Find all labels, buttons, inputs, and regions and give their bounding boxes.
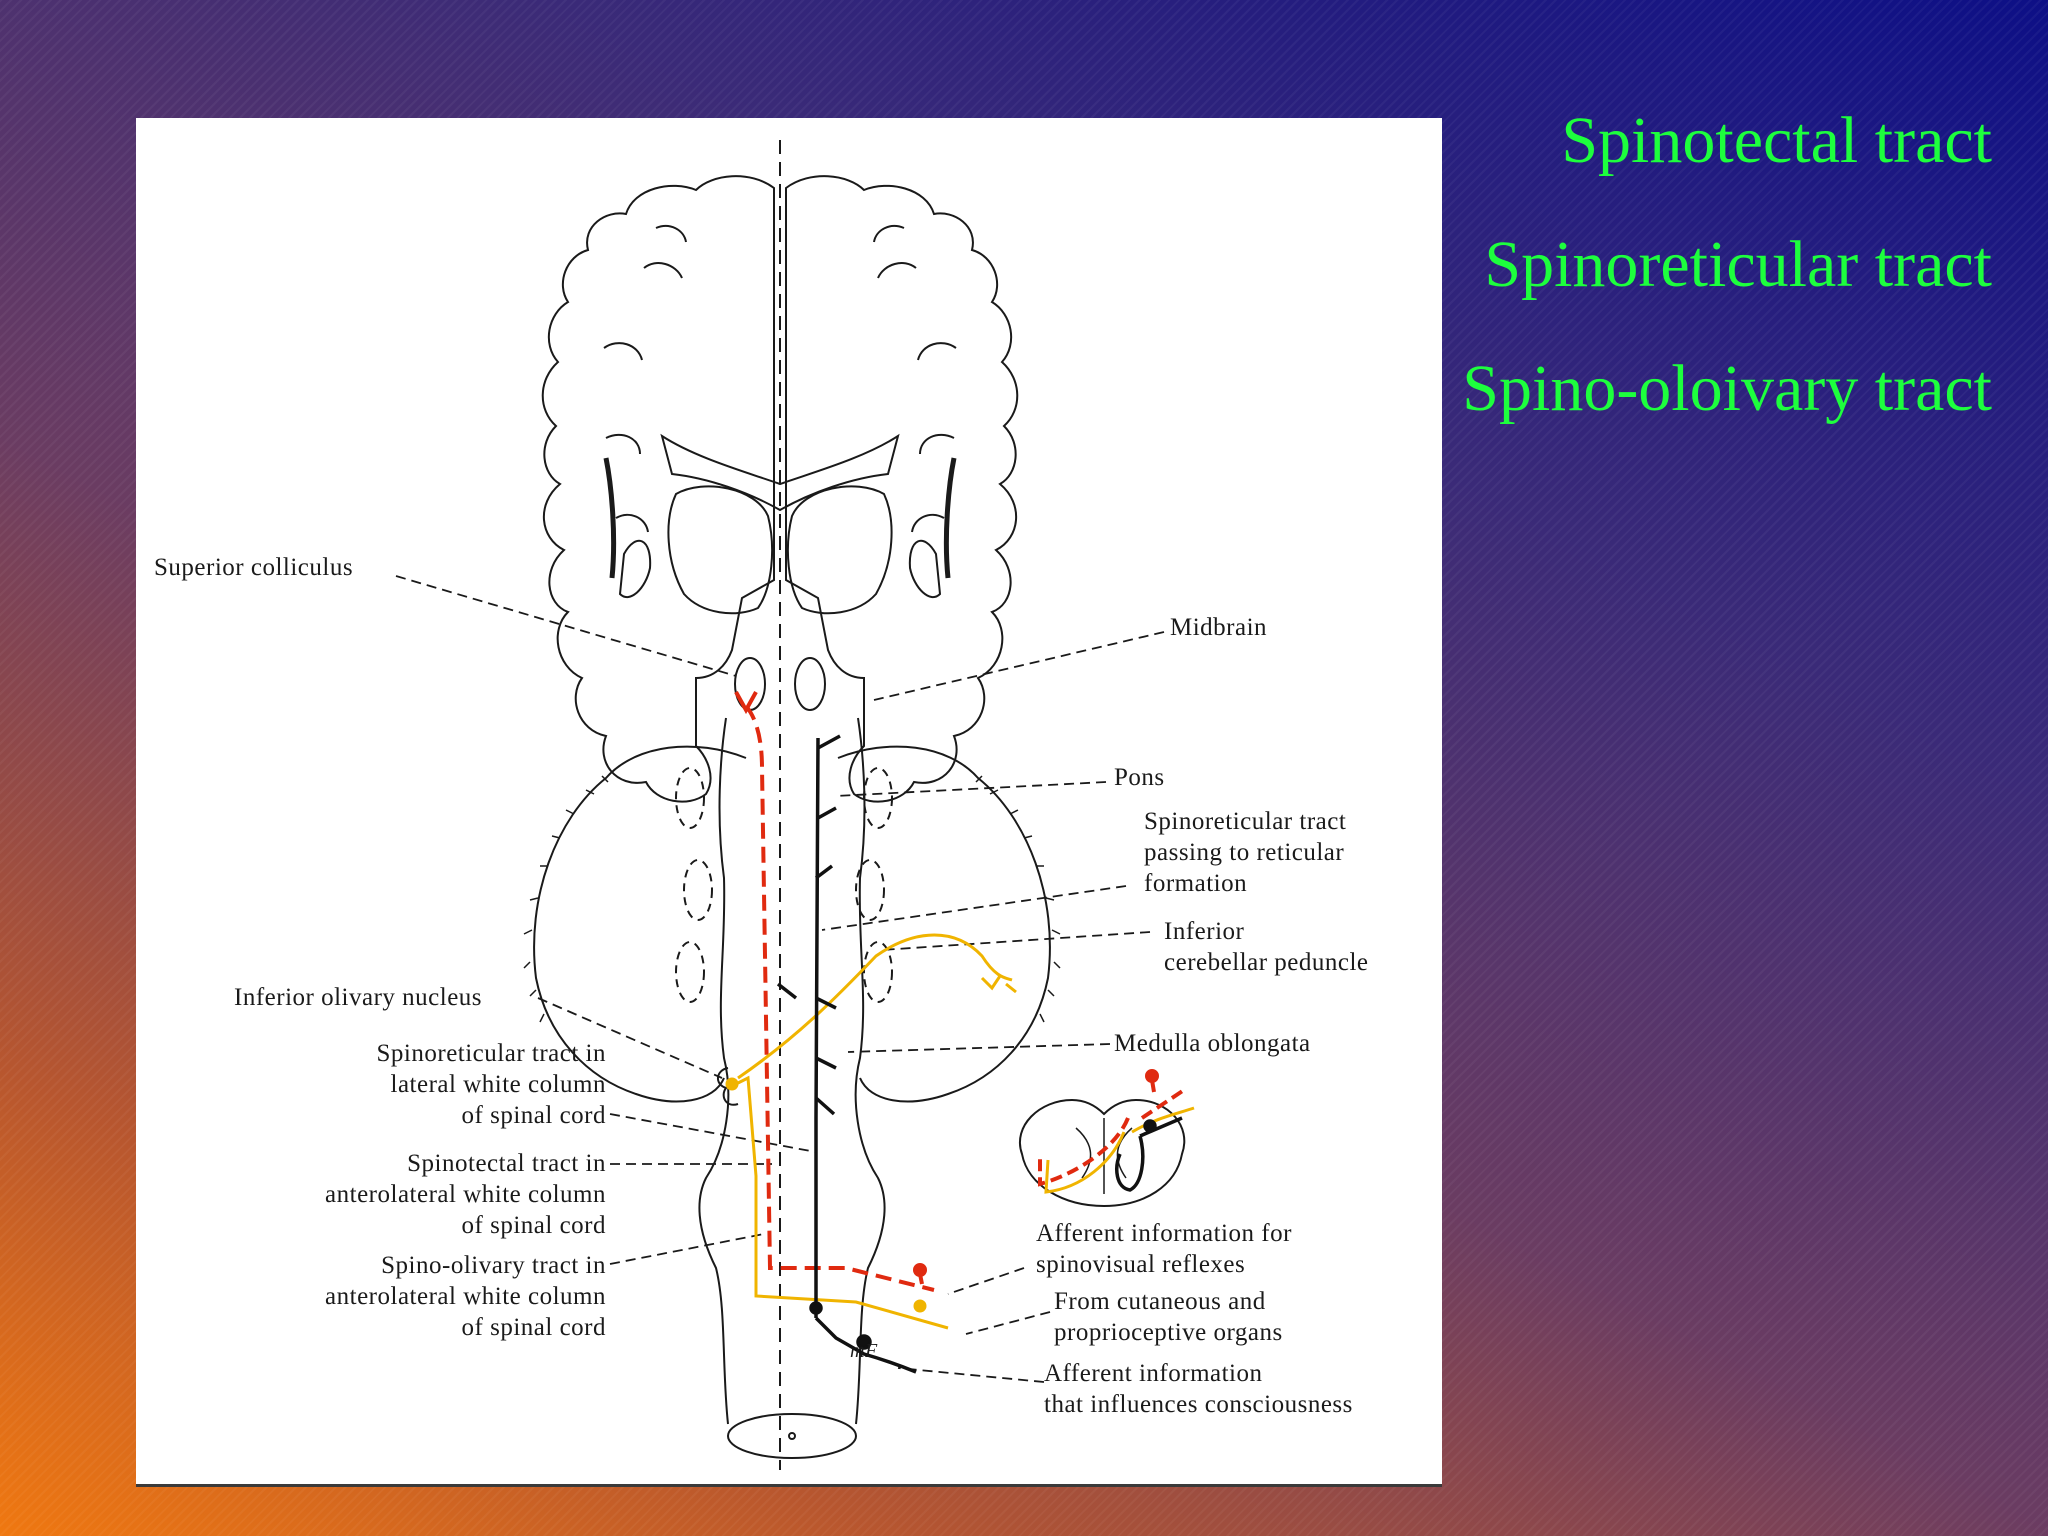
leader-midbrain [873, 631, 1165, 701]
label-mf: mF [850, 1340, 878, 1362]
leader-afferent-spinovisual [947, 1267, 1025, 1295]
spinotectal-neuron [913, 1263, 927, 1277]
label-afferent-consciousness: Afferent information that influences con… [1044, 1360, 1353, 1418]
peduncle-oval [675, 941, 705, 1003]
spinoreticular-entry-dot [809, 1301, 823, 1315]
title-spino-olivary: Spino-oloivary tract [1462, 352, 1992, 425]
diagram-panel: Superior colliculus Midbrain Pons Spinor… [136, 118, 1442, 1487]
left-hemisphere-outline [541, 175, 775, 803]
cerebellum-folia-left [523, 775, 609, 1023]
peduncle-oval [863, 941, 893, 1003]
gyri-left [603, 224, 687, 533]
inferior-olivary-nucleus [717, 1067, 739, 1106]
spino-olivary-inset-path [1044, 1131, 1126, 1194]
peduncle-oval [675, 767, 705, 829]
cerebellum-folia-right [975, 775, 1061, 1023]
spinoreticular-tract [814, 737, 820, 1318]
leader-pons [835, 781, 1107, 797]
leader-afferent-consciousness [897, 1367, 1045, 1383]
cerebellum-right [837, 745, 1051, 1103]
peduncle-oval [855, 859, 885, 921]
title-spinotectal: Spinotectal tract [1561, 104, 1992, 177]
label-spinoreticular-reticular: Spinoreticular tract passing to reticula… [1144, 808, 1347, 897]
brainstem-left-edge [698, 717, 730, 1425]
leader-inferior-olivary [537, 997, 723, 1079]
leader-spinoreticular-reticular [821, 885, 1127, 931]
label-midbrain: Midbrain [1170, 614, 1268, 641]
spinoreticular-inset-path [1115, 1135, 1145, 1192]
label-spinoreticular-lateral: Spinoreticular tract in lateral white co… [376, 1040, 606, 1129]
label-superior-colliculus: Superior colliculus [154, 554, 354, 581]
cord-grey-matter-inset [1075, 1118, 1133, 1194]
peduncle-oval [863, 767, 893, 829]
peduncle-oval [683, 859, 713, 921]
temporal-right [908, 539, 942, 598]
spinotectal-inset-path [1038, 1117, 1130, 1187]
label-spino-olivary-anterolateral: Spino-olivary tract in anterolateral whi… [325, 1252, 606, 1341]
ventricle-left [603, 457, 617, 579]
title-spinoreticular: Spinoreticular tract [1484, 228, 1992, 301]
spinal-cord-canal [788, 1432, 796, 1440]
olivary-nucleus-dot [725, 1077, 739, 1091]
spinal-cord-section [727, 1413, 857, 1459]
right-hemisphere-outline [785, 175, 1019, 803]
brainstem-right-edge [854, 717, 886, 1425]
label-inferior-cerebellar-peduncle: Inferior cerebellar peduncle [1164, 918, 1369, 976]
ventricle-right [943, 457, 957, 579]
leader-medulla [847, 1043, 1111, 1053]
spinotectal-tract-arrow [734, 691, 758, 715]
spinoreticular-root [814, 1316, 917, 1374]
olivary-cerebellum-arrows [980, 975, 1017, 994]
label-spinotectal-anterolateral: Spinotectal tract in anterolateral white… [325, 1150, 606, 1239]
thalamus-right [786, 485, 893, 615]
spino-olivary-neuron [913, 1299, 927, 1313]
label-pons: Pons [1114, 764, 1165, 791]
superior-colliculus-right [794, 657, 826, 711]
olivary-to-cerebellum [737, 933, 1013, 1080]
label-inferior-olivary-nucleus: Inferior olivary nucleus [234, 984, 483, 1011]
spinoreticular-neuron [856, 1334, 872, 1350]
cerebellum-left [533, 745, 747, 1103]
leader-inferior-cerebellar [881, 931, 1151, 951]
label-medulla-oblongata: Medulla oblongata [1114, 1030, 1311, 1057]
cord-cross-section-inset [1019, 1098, 1186, 1208]
label-afferent-spinovisual: Afferent information for spinovisual ref… [1036, 1220, 1292, 1278]
spinotectal-tract [744, 704, 935, 1292]
temporal-left [618, 539, 652, 598]
leader-spinoreticular-lateral [609, 1113, 817, 1153]
gyri-right [873, 224, 957, 533]
leader-superior-colliculus [395, 575, 737, 677]
leader-spino-olivary-anterolateral [609, 1233, 765, 1265]
brain-diagram [395, 140, 1195, 1470]
spinoreticular-branches [776, 734, 841, 1116]
spino-olivary-tract [735, 1075, 949, 1330]
label-from-cutaneous: From cutaneous and proprioceptive organs [1054, 1288, 1283, 1346]
leader-from-cutaneous [965, 1311, 1051, 1335]
thalamus-left [667, 485, 774, 615]
